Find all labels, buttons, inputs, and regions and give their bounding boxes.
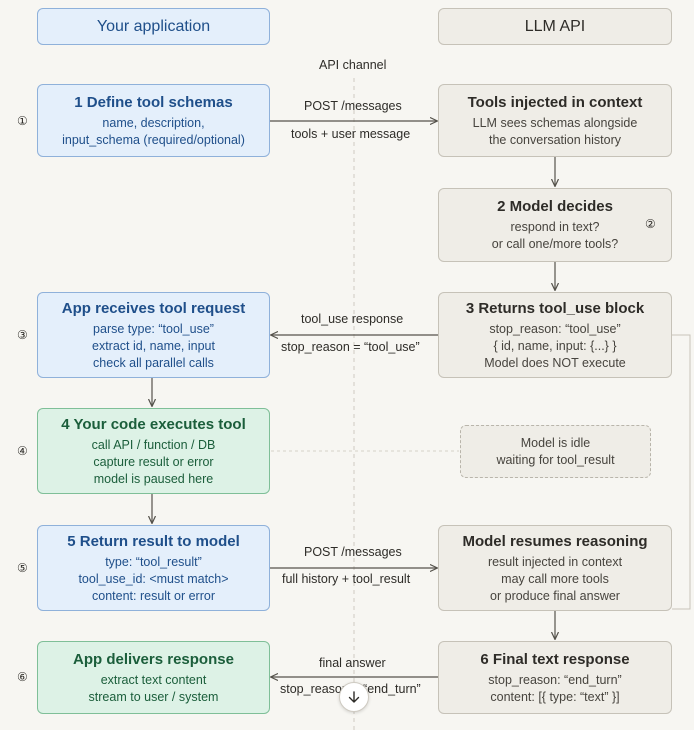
step-marker-1: ①	[17, 114, 28, 128]
scroll-down-button[interactable]	[339, 682, 369, 712]
arrow-5-bottom-label: full history + tool_result	[282, 572, 411, 586]
step-1-define-tool-schemas: 1 Define tool schemas name, description,…	[37, 84, 270, 157]
step-2-model-decides: 2 Model decides respond in text? or call…	[438, 188, 672, 262]
step-3-returns-tool-use-block: 3 Returns tool_use block stop_reason: “t…	[438, 292, 672, 378]
step-marker-4: ④	[17, 444, 28, 458]
header-your-application: Your application	[37, 8, 270, 45]
arrow-down-icon	[348, 691, 360, 703]
model-idle-box: Model is idle waiting for tool_result	[460, 425, 651, 478]
step-marker-5: ⑤	[17, 561, 28, 575]
arrow-3-top-label: tool_use response	[301, 312, 404, 326]
step-app-delivers-response: App delivers response extract text conte…	[37, 641, 270, 714]
step-model-resumes-reasoning: Model resumes reasoning result injected …	[438, 525, 672, 611]
arrow-6-top-label: final answer	[319, 656, 386, 670]
arrow-5-top-label: POST /messages	[304, 545, 402, 559]
header-right-label: LLM API	[524, 17, 586, 35]
header-llm-api: LLM API	[438, 8, 672, 45]
header-left-label: Your application	[96, 17, 211, 35]
step-5-return-result-to-model: 5 Return result to model type: “tool_res…	[37, 525, 270, 611]
step-marker-2: ②	[645, 217, 656, 231]
step-marker-6: ⑥	[17, 670, 28, 684]
step-app-receives-tool-request: App receives tool request parse type: “t…	[37, 292, 270, 378]
step-4-your-code-executes-tool: 4 Your code executes tool call API / fun…	[37, 408, 270, 494]
arrow-1-bottom-label: tools + user message	[291, 127, 411, 141]
step-marker-3: ③	[17, 328, 28, 342]
arrow-1-top-label: POST /messages	[304, 99, 402, 113]
arrow-3-bottom-label: stop_reason = “tool_use”	[281, 340, 420, 354]
step-tools-injected-in-context: Tools injected in context LLM sees schem…	[438, 84, 672, 157]
step-6-final-text-response: 6 Final text response stop_reason: “end_…	[438, 641, 672, 714]
loop-bracket	[672, 334, 691, 610]
api-channel-label: API channel	[319, 58, 387, 72]
